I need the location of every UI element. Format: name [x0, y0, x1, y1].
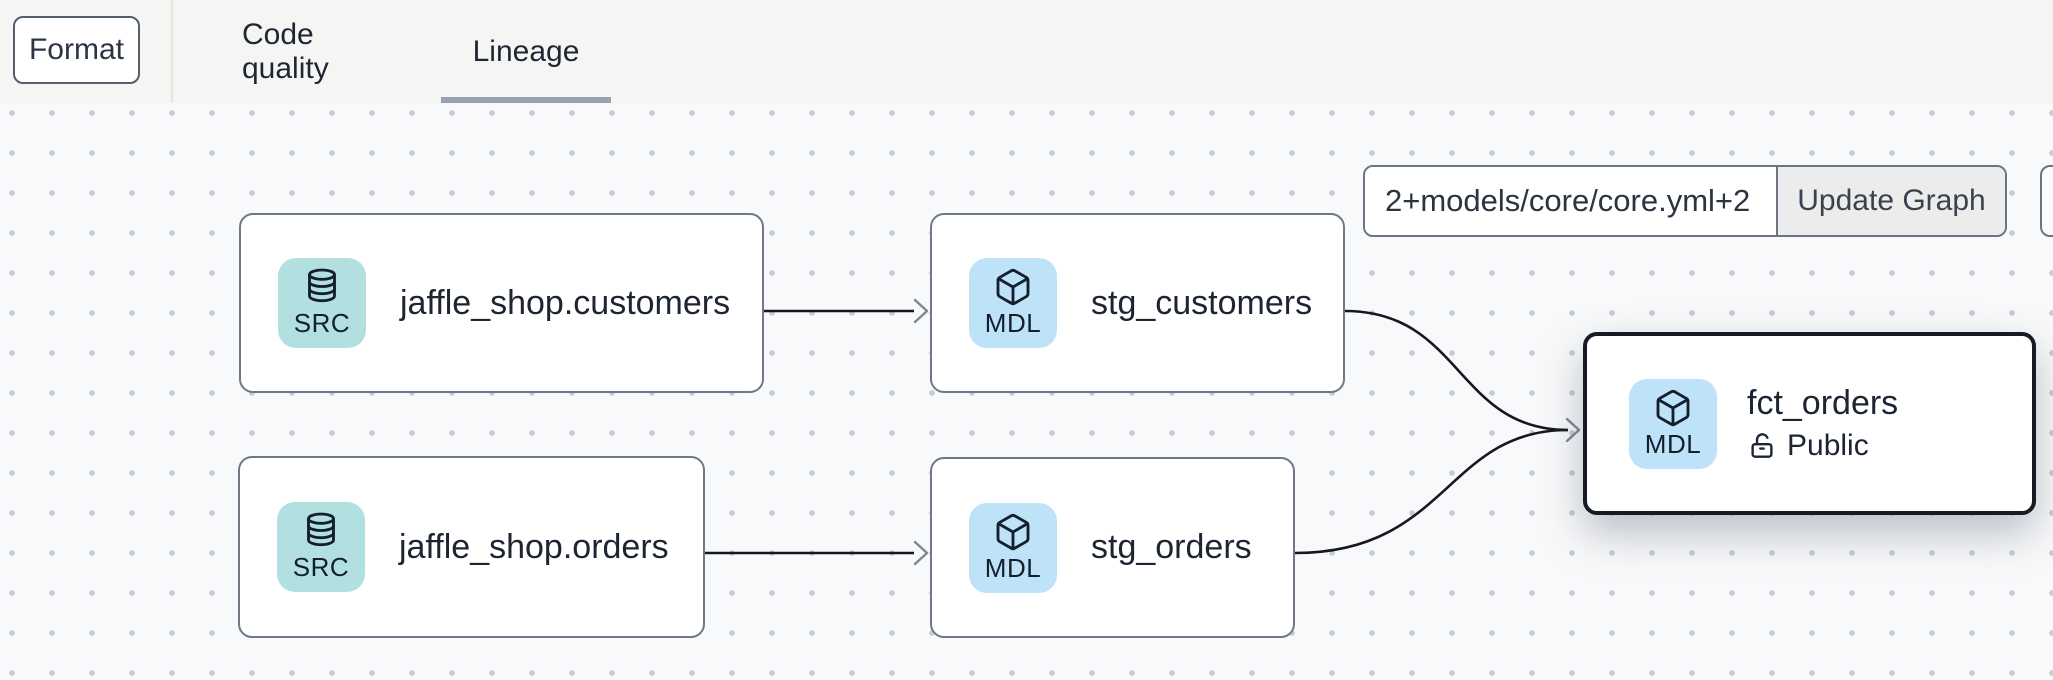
tab-code-quality[interactable]: Code quality: [242, 0, 406, 103]
cube-icon: [1656, 389, 1690, 426]
clipped-right-button[interactable]: [2040, 165, 2053, 237]
badge-label: MDL: [1644, 428, 1702, 459]
model-badge: MDL: [969, 258, 1057, 348]
lineage-canvas[interactable]: SRC jaffle_shop.customers MDL stg_custom…: [0, 103, 2053, 680]
database-icon: [308, 268, 336, 303]
arrowhead-icon: [1565, 417, 1581, 443]
tab-lineage-label: Lineage: [472, 34, 580, 68]
arrowhead-icon: [913, 540, 929, 566]
node-label: jaffle_shop.orders: [399, 527, 669, 566]
arrowhead-icon: [913, 298, 929, 324]
badge-label: MDL: [984, 552, 1042, 583]
badge-label: SRC: [293, 308, 351, 338]
toolbar-divider: [171, 0, 173, 103]
format-button[interactable]: Format: [13, 16, 140, 84]
node-label: jaffle_shop.customers: [400, 283, 731, 322]
tab-lineage[interactable]: Lineage: [441, 0, 611, 103]
active-tab-indicator: [441, 97, 611, 103]
source-badge: SRC: [277, 502, 365, 592]
node-jaffle-shop-customers[interactable]: SRC jaffle_shop.customers: [239, 213, 764, 393]
access-row: Public: [1747, 429, 1898, 463]
badge-label: MDL: [984, 308, 1042, 338]
model-badge: MDL: [1629, 378, 1717, 469]
access-label: Public: [1787, 429, 1869, 462]
node-jaffle-shop-orders[interactable]: SRC jaffle_shop.orders: [238, 456, 705, 638]
selector-input[interactable]: [1365, 167, 1776, 235]
node-label: stg_customers: [1091, 283, 1313, 322]
update-graph-button[interactable]: Update Graph: [1776, 167, 2005, 235]
database-icon: [307, 512, 335, 547]
unlock-icon: [1751, 433, 1773, 458]
toolbar: Format Code quality Lineage: [0, 0, 2053, 103]
edge-stgorders-to-fct: [1294, 428, 1569, 555]
node-stg-orders[interactable]: MDL stg_orders: [930, 457, 1295, 638]
node-label: fct_orders: [1747, 384, 1899, 422]
graph-selector-group: Update Graph: [1363, 165, 2007, 237]
edge-stgcustomers-to-fct: [1344, 309, 1569, 432]
node-stg-customers[interactable]: MDL stg_customers: [930, 213, 1345, 393]
node-fct-orders-selected[interactable]: MDL fct_orders Public: [1583, 332, 2036, 515]
tab-code-quality-label: Code quality: [242, 17, 329, 85]
source-badge: SRC: [278, 258, 366, 348]
node-label: stg_orders: [1091, 528, 1252, 566]
model-badge: MDL: [969, 502, 1057, 593]
cube-icon: [996, 513, 1030, 550]
cube-icon: [996, 268, 1030, 306]
badge-label: SRC: [292, 552, 350, 582]
